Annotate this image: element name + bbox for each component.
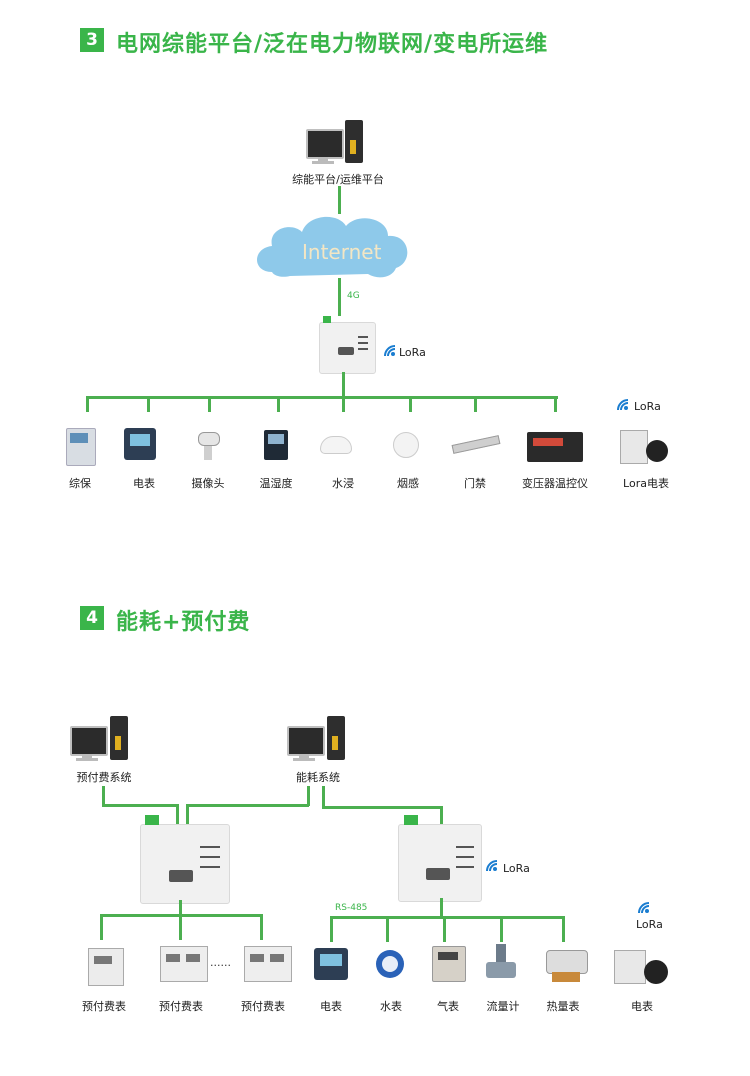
section4-number-badge: 4 — [80, 606, 104, 630]
energy-system-label: 能耗系统 — [296, 771, 340, 784]
section3-bus-line — [86, 396, 558, 399]
prepay-system-label: 预付费系统 — [76, 771, 132, 784]
section3-title: 电网综能平台/泛在电力物联网/变电所运维 — [116, 32, 549, 57]
water-meter-label: 水表 — [380, 1000, 402, 1013]
device-label-3: 摄像头 — [191, 477, 225, 490]
device-label-6: 烟感 — [397, 477, 419, 490]
device-label-8: 变压器温控仪 — [522, 477, 588, 490]
link-4g-label: 4G — [347, 291, 360, 301]
rs485-drop-2 — [386, 916, 389, 942]
drop-line-2 — [147, 396, 150, 412]
section4-title: 能耗+预付费 — [116, 610, 251, 635]
drop-line-3 — [208, 396, 211, 412]
prepay-down-line — [102, 786, 105, 806]
device-label-2: 电表 — [133, 477, 155, 490]
rs485-drop-4 — [500, 916, 503, 942]
lora-meter-4-signal-icon — [636, 900, 652, 920]
energy-down-line-a — [307, 786, 310, 806]
device-label-5: 水浸 — [332, 477, 354, 490]
drop-line-6 — [409, 396, 412, 412]
prepay-drop-2 — [179, 914, 182, 940]
energy-to-hub2-line — [322, 806, 442, 809]
rs485-label: RS-485 — [335, 903, 368, 913]
hub1-up-line-b — [186, 804, 189, 826]
prepay-drop-3 — [260, 914, 263, 940]
device-label-7: 门禁 — [464, 477, 486, 490]
prepaid-meter-3-label: 预付费表 — [241, 1000, 285, 1013]
rs485-bus-line — [330, 916, 565, 919]
lora-meter-label: Lora电表 — [623, 477, 669, 490]
hub2-lora-label: LoRa — [503, 862, 530, 875]
lora-meter-signal-icon — [615, 397, 631, 417]
rs485-drop-5 — [562, 916, 565, 942]
drop-line-1 — [86, 396, 89, 412]
hub2-up-line — [440, 806, 443, 826]
device-label-1: 综保 — [69, 477, 91, 490]
energy-down-line-b — [322, 786, 325, 808]
gateway-down-line — [342, 372, 345, 398]
platform-to-cloud-line — [338, 186, 341, 214]
prepay-to-hub1-line — [102, 804, 178, 807]
flow-meter-label: 流量计 — [486, 1000, 520, 1013]
heat-meter-label: 热量表 — [546, 1000, 580, 1013]
lora-meter-4-label: 电表 — [631, 1000, 653, 1013]
hub2-down-line — [440, 898, 443, 918]
cloud-to-gateway-line — [338, 278, 341, 316]
drop-line-8 — [554, 396, 557, 412]
hub1-up-line — [176, 804, 179, 826]
rs485-drop-1 — [330, 916, 333, 942]
prepaid-meter-1-label: 预付费表 — [82, 1000, 126, 1013]
drop-line-4 — [277, 396, 280, 412]
prepaid-meter-2-label: 预付费表 — [159, 1000, 203, 1013]
platform-label: 综能平台/运维平台 — [292, 173, 384, 186]
drop-line-5 — [342, 396, 345, 412]
prepay-drop-1 — [100, 914, 103, 940]
gas-meter-label: 气表 — [437, 1000, 459, 1013]
cloud-label: Internet — [302, 240, 382, 264]
device-label-4: 温湿度 — [259, 477, 293, 490]
lora-meter-4-lora-label: LoRa — [636, 918, 663, 931]
energy-to-hub1-line — [186, 804, 309, 807]
drop-line-7 — [474, 396, 477, 412]
prepaid-meter-ellipsis: ...... — [210, 956, 231, 969]
power-meter-4-label: 电表 — [320, 1000, 342, 1013]
lora-meter-lora-label: LoRa — [634, 400, 661, 413]
hub2-lora-signal-icon — [484, 858, 500, 878]
section3-number-badge: 3 — [80, 28, 104, 52]
rs485-drop-3 — [443, 916, 446, 942]
lora-signal-icon — [382, 343, 398, 363]
hub1-down-line — [179, 900, 182, 916]
gateway-lora-label: LoRa — [399, 346, 426, 359]
